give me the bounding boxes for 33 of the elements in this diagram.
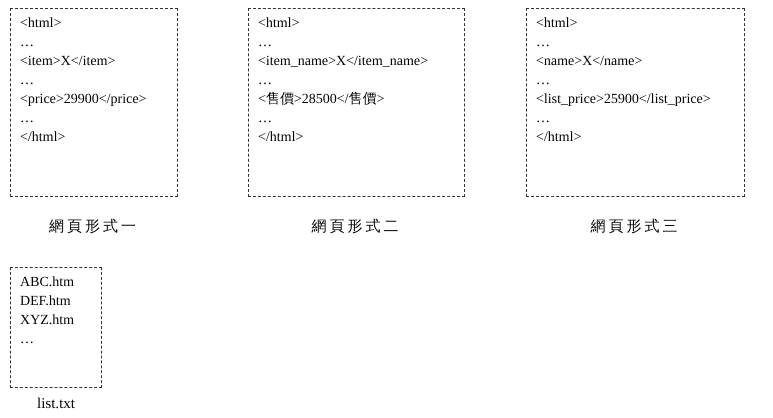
- code-line: …: [536, 72, 550, 90]
- code-line: …: [258, 110, 272, 128]
- code-line: <list_price>25900</list_price>: [536, 91, 711, 109]
- code-line: …: [536, 110, 550, 128]
- code-line: …: [536, 34, 550, 52]
- code-line: <html>: [20, 15, 62, 33]
- node-label: 網頁形式二: [312, 218, 402, 237]
- code-line: …: [20, 34, 34, 52]
- node-label: list.txt: [37, 395, 75, 414]
- code-line: <html>: [258, 15, 300, 33]
- code-line: <item_name>X</item_name>: [258, 53, 428, 71]
- code-line: <price>29900</price>: [20, 91, 146, 109]
- code-line: <name>X</name>: [536, 53, 642, 71]
- code-line: XYZ.htm: [20, 312, 74, 330]
- code-line: </html>: [258, 129, 304, 147]
- code-line: </html>: [536, 129, 582, 147]
- node-label: 網頁形式三: [590, 218, 680, 237]
- dashed-box: [10, 8, 178, 197]
- code-line: <html>: [536, 15, 578, 33]
- code-line: …: [20, 331, 34, 349]
- dashed-box: [248, 8, 465, 197]
- node-label: 網頁形式一: [49, 218, 139, 237]
- code-line: DEF.htm: [20, 293, 71, 311]
- code-line: …: [20, 72, 34, 90]
- dashed-box: [526, 8, 745, 197]
- code-line: …: [258, 72, 272, 90]
- dashed-box: [10, 267, 102, 388]
- code-line: <item>X</item>: [20, 53, 116, 71]
- code-line: …: [258, 34, 272, 52]
- code-line: <售價>28500</售價>: [258, 90, 384, 109]
- code-line: </html>: [20, 129, 66, 147]
- code-line: ABC.htm: [20, 274, 74, 292]
- code-line: …: [20, 110, 34, 128]
